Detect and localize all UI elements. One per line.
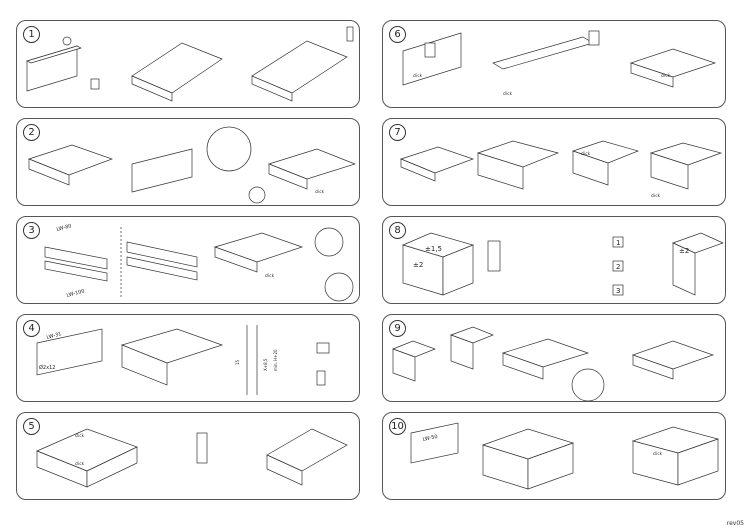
lw100-label: LW-100: [66, 288, 85, 299]
step-number: 4: [23, 320, 40, 337]
revision-label: rev05: [726, 520, 744, 527]
step-number: 9: [389, 320, 406, 337]
click-label: click: [413, 73, 423, 78]
step-label: 2: [616, 263, 620, 271]
click-label: click: [651, 193, 661, 198]
click-label: click: [581, 151, 591, 156]
step-5-panel: 5 click click: [16, 412, 360, 500]
adjust-label: ±2: [413, 261, 423, 269]
dim-h-label: min. H+20: [273, 349, 278, 371]
step-number: 10: [389, 418, 406, 435]
adjust-label: ±1,5: [425, 245, 442, 253]
dim-15-label: 15: [235, 359, 240, 365]
click-label: click: [265, 273, 275, 278]
click-label: click: [75, 461, 85, 466]
step-7-illustration: click click: [399, 140, 723, 198]
adjust-label: ±2: [679, 247, 689, 255]
step-8-panel: 8 ±1,5 ±2 1 2 3 ±2: [382, 216, 726, 304]
step-9-panel: 9: [382, 314, 726, 402]
step-1-illustration: [26, 26, 354, 102]
step-number: 8: [389, 222, 406, 239]
step-4-panel: 4 LW-31 Ø2x12 15 X+8,5 min. H+20: [16, 314, 360, 402]
lw80-label: LW-80: [56, 223, 72, 233]
step-8-illustration: ±1,5 ±2 1 2 3 ±2: [401, 232, 724, 296]
click-label: click: [653, 451, 663, 456]
step-10-panel: 10 LW-50 click: [382, 412, 726, 500]
step-10-illustration: LW-50 click: [410, 422, 720, 490]
step-number: 7: [389, 124, 406, 141]
step-number: 2: [23, 124, 40, 141]
step-number: 6: [389, 26, 406, 43]
step-6-panel: 6 click click click: [382, 20, 726, 108]
step-9-illustration: [392, 326, 715, 401]
step-number: 1: [23, 26, 40, 43]
click-label: click: [503, 91, 513, 96]
click-label: click: [315, 189, 325, 194]
click-label: click: [661, 73, 671, 78]
drill-label: Ø2x12: [39, 364, 55, 371]
step-4-illustration: LW-31 Ø2x12 15 X+8,5 min. H+20: [36, 325, 330, 395]
step-3-illustration: LW-80 LW-100 click: [44, 223, 354, 302]
step-2-illustration: click: [27, 126, 357, 204]
click-label: click: [75, 433, 85, 438]
step-label: 1: [616, 239, 620, 247]
lw50-label: LW-50: [422, 434, 438, 443]
step-7-panel: 7 click click: [382, 118, 726, 206]
lw31-label: LW-31: [46, 331, 62, 341]
dim-x-label: X+8,5: [263, 358, 268, 371]
step-number: 3: [23, 222, 40, 239]
step-1-panel: 1: [16, 20, 360, 108]
step-label: 3: [616, 287, 620, 295]
step-6-illustration: click click click: [402, 30, 717, 96]
step-2-panel: 2 click: [16, 118, 360, 206]
step-number: 5: [23, 418, 40, 435]
step-5-illustration: click click: [36, 428, 348, 488]
step-3-panel: 3 LW-80 LW-100 click: [16, 216, 360, 304]
